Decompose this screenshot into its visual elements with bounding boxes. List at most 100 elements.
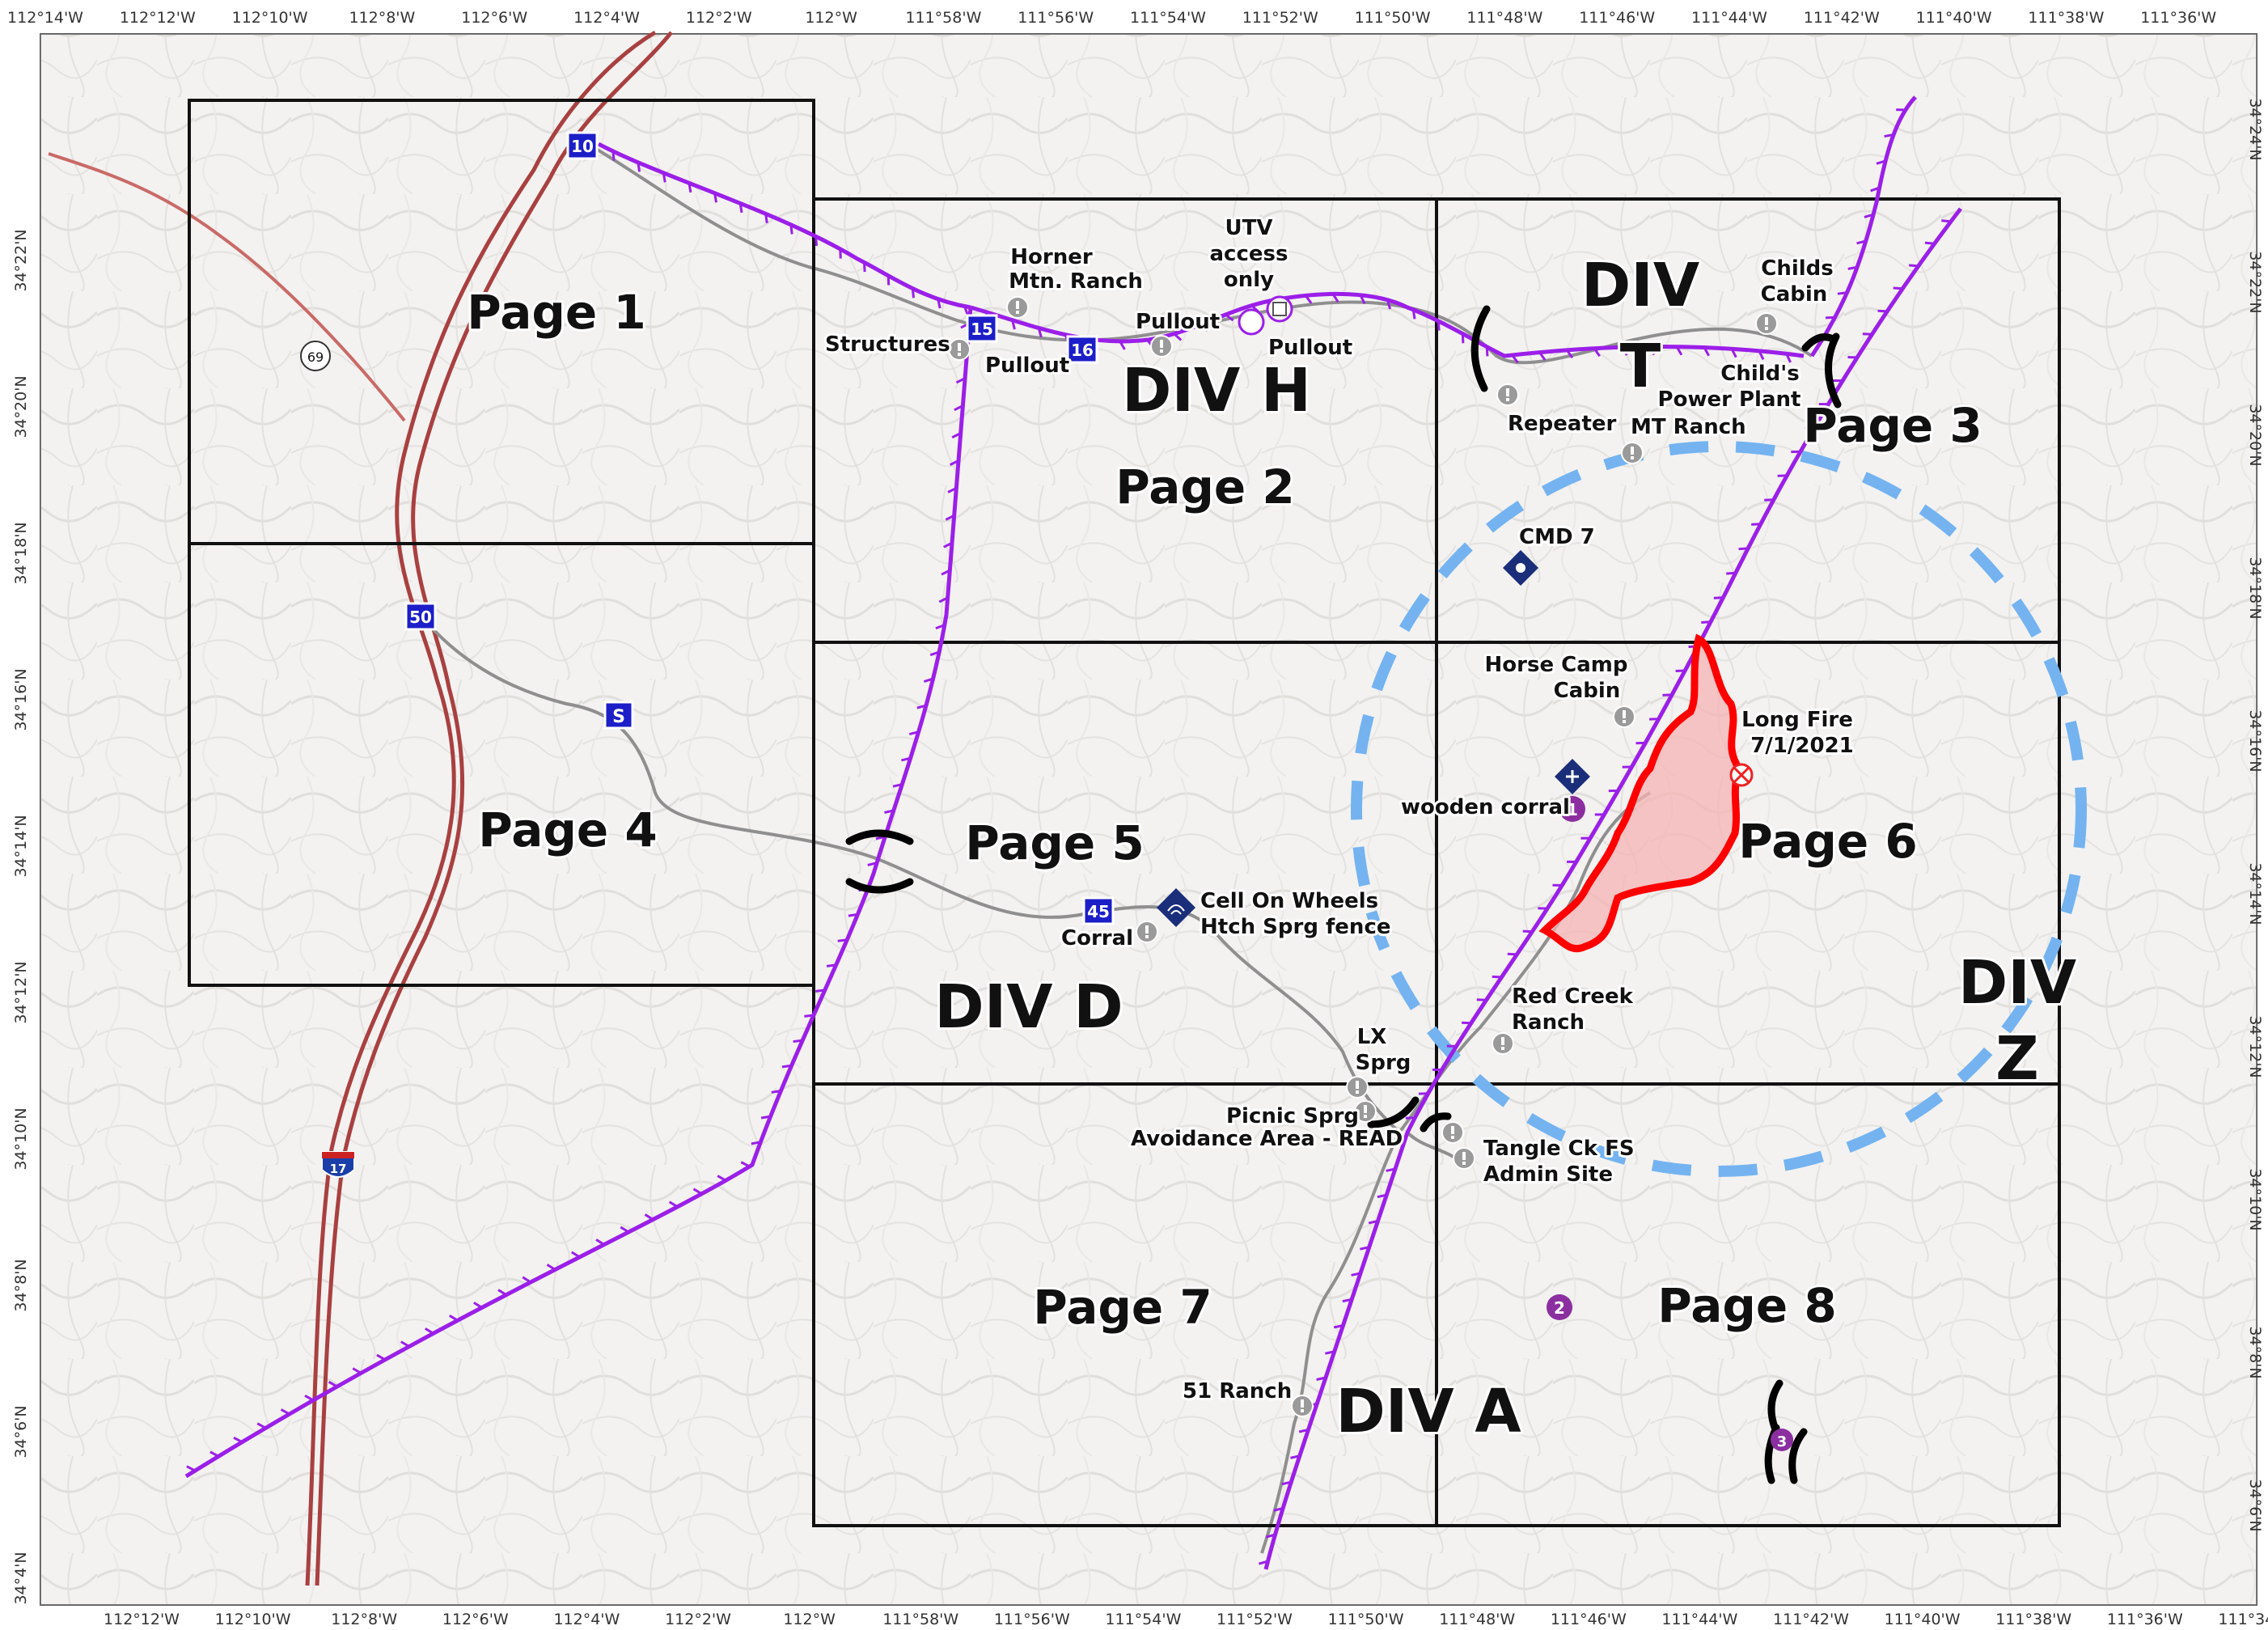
exclamation-icon bbox=[1016, 301, 1019, 309]
division-labels: DIV H DIV T DIV D DIV Z DIV A bbox=[932, 248, 2079, 1449]
control-line-tick bbox=[1368, 1219, 1378, 1225]
page-2-label[interactable]: Page 2 bbox=[1113, 457, 1297, 517]
forest-route-16-shield[interactable]: 16 bbox=[1066, 335, 1098, 364]
control-line-tick bbox=[1876, 159, 1886, 165]
left-lat-tick: 34°22'N bbox=[12, 229, 30, 291]
control-line-tick bbox=[1342, 1298, 1352, 1303]
control-line-tick bbox=[949, 459, 959, 466]
control-line-tick bbox=[908, 730, 920, 736]
control-line-tick bbox=[1290, 1454, 1301, 1459]
cmd7-label: CMD 7 bbox=[1519, 525, 1595, 549]
horner-label-1: Horner bbox=[1010, 245, 1093, 269]
wooden-corral-helispot-icon[interactable] bbox=[1555, 759, 1590, 794]
state-route-69 bbox=[48, 152, 406, 422]
control-line-tick bbox=[352, 1367, 362, 1374]
utv-access-icon[interactable] bbox=[1238, 295, 1293, 336]
right-lat-tick: 34°6'N bbox=[2246, 1479, 2264, 1531]
page-7-label[interactable]: Page 7 bbox=[1030, 1277, 1215, 1337]
exclamation-dot bbox=[1301, 1409, 1304, 1412]
state-route-69-shield[interactable]: 69 bbox=[300, 341, 331, 371]
forest-route-15-shield[interactable]: 15 bbox=[966, 314, 998, 343]
control-line-tick bbox=[1701, 620, 1712, 624]
bottom-lon-tick: 111°54'W bbox=[1105, 1611, 1181, 1628]
left-lat-tick: 34°12'N bbox=[12, 961, 30, 1023]
forest-route-45-label: 45 bbox=[1087, 902, 1110, 921]
control-line-tick bbox=[1825, 315, 1835, 320]
div-t-label-line2: T bbox=[1620, 332, 1661, 401]
control-line-tick bbox=[911, 288, 915, 298]
bottom-lon-tick: 112°10'W bbox=[215, 1611, 291, 1628]
bottom-lon-tick: 111°36'W bbox=[2107, 1611, 2183, 1628]
marker-3-label: 3 bbox=[1777, 1433, 1788, 1450]
top-lon-tick: 111°58'W bbox=[905, 9, 981, 27]
lx-sprg-label-1: LX bbox=[1357, 1025, 1387, 1049]
control-line-tick bbox=[1648, 345, 1656, 356]
control-line-tick bbox=[328, 1381, 338, 1388]
control-line-tick bbox=[400, 1340, 410, 1348]
marker-1[interactable]: 1 bbox=[1559, 796, 1585, 822]
div-z-label-line2: Z bbox=[1995, 1024, 2039, 1094]
control-line-tick bbox=[901, 756, 912, 762]
top-lon-tick: 111°48'W bbox=[1466, 9, 1542, 27]
bottom-lon-tick: 112°8'W bbox=[331, 1611, 397, 1628]
page-4-label[interactable]: Page 4 bbox=[476, 800, 660, 860]
control-line-tick bbox=[448, 1315, 459, 1322]
long-fire-origin-icon[interactable] bbox=[1729, 763, 1754, 787]
exclamation-icon bbox=[1506, 388, 1509, 396]
control-line-tick bbox=[1351, 1272, 1361, 1276]
control-line-tick bbox=[781, 1064, 792, 1069]
exclamation-dot bbox=[1631, 456, 1634, 459]
control-line-tick bbox=[1386, 299, 1392, 310]
control-line-tick bbox=[941, 569, 951, 576]
utv-label-1: UTV bbox=[1225, 216, 1273, 240]
control-line-tick bbox=[1726, 571, 1736, 575]
cell-on-wheels-icon[interactable] bbox=[1157, 888, 1195, 927]
top-lon-tick: 112°8'W bbox=[349, 9, 415, 27]
s-marker-shield[interactable]: S bbox=[603, 701, 634, 730]
control-line-tick bbox=[233, 1436, 243, 1444]
page-grid bbox=[188, 99, 2061, 1527]
wooden-corral-label: wooden corral bbox=[1401, 795, 1570, 819]
control-line-tick bbox=[1011, 320, 1016, 330]
forest-route-16-label: 16 bbox=[1071, 341, 1094, 360]
long-fire-name-label: Long Fire bbox=[1741, 708, 1853, 732]
forest-route-10-shield[interactable]: 10 bbox=[566, 131, 599, 160]
control-line-tick bbox=[751, 1141, 761, 1145]
control-line-tick bbox=[771, 1090, 781, 1094]
exclamation-dot bbox=[1145, 935, 1149, 938]
interstate-17-label: 17 bbox=[330, 1162, 347, 1176]
right-lat-tick: 34°12'N bbox=[2246, 1015, 2264, 1077]
left-lat-tick: 34°18'N bbox=[12, 522, 30, 584]
control-line-tick bbox=[955, 377, 966, 384]
bottom-lon-tick: 112°2'W bbox=[665, 1611, 731, 1628]
exclamation-dot bbox=[958, 353, 961, 356]
control-line-tick bbox=[473, 1302, 483, 1309]
control-line-tick bbox=[522, 1276, 531, 1284]
control-line-tick bbox=[1437, 320, 1441, 331]
page-8-label[interactable]: Page 8 bbox=[1655, 1276, 1839, 1336]
page-6-label[interactable]: Page 6 bbox=[1736, 811, 1920, 871]
page-3-label[interactable]: Page 3 bbox=[1800, 396, 1985, 455]
control-line-tick bbox=[1386, 1167, 1396, 1172]
forest-route-50-shield[interactable]: 50 bbox=[404, 602, 437, 631]
control-line-tick bbox=[1377, 1193, 1387, 1199]
page-5-label[interactable]: Page 5 bbox=[963, 813, 1147, 873]
control-line-tick bbox=[1738, 547, 1749, 551]
mt-ranch-label: MT Ranch bbox=[1631, 415, 1746, 439]
marker-2[interactable]: 2 bbox=[1547, 1294, 1572, 1320]
page-1-label[interactable]: Page 1 bbox=[464, 282, 649, 342]
exclamation-icon bbox=[1301, 1399, 1304, 1408]
exclamation-icon bbox=[1364, 1105, 1367, 1113]
control-line-tick bbox=[837, 938, 848, 942]
forest-route-45-shield[interactable]: 45 bbox=[1082, 896, 1115, 925]
control-line-tick bbox=[1333, 1323, 1343, 1329]
control-line-tick bbox=[815, 236, 819, 247]
51-ranch-label: 51 Ranch bbox=[1183, 1379, 1292, 1403]
interstate-17-shield[interactable]: 17 bbox=[321, 1151, 355, 1178]
cmd7-helispot-icon[interactable] bbox=[1503, 550, 1538, 586]
control-line-tick bbox=[916, 704, 927, 709]
control-line-tick bbox=[1864, 213, 1874, 218]
marker-3[interactable]: 3 bbox=[1771, 1429, 1793, 1451]
control-line-tick bbox=[1325, 1350, 1335, 1355]
